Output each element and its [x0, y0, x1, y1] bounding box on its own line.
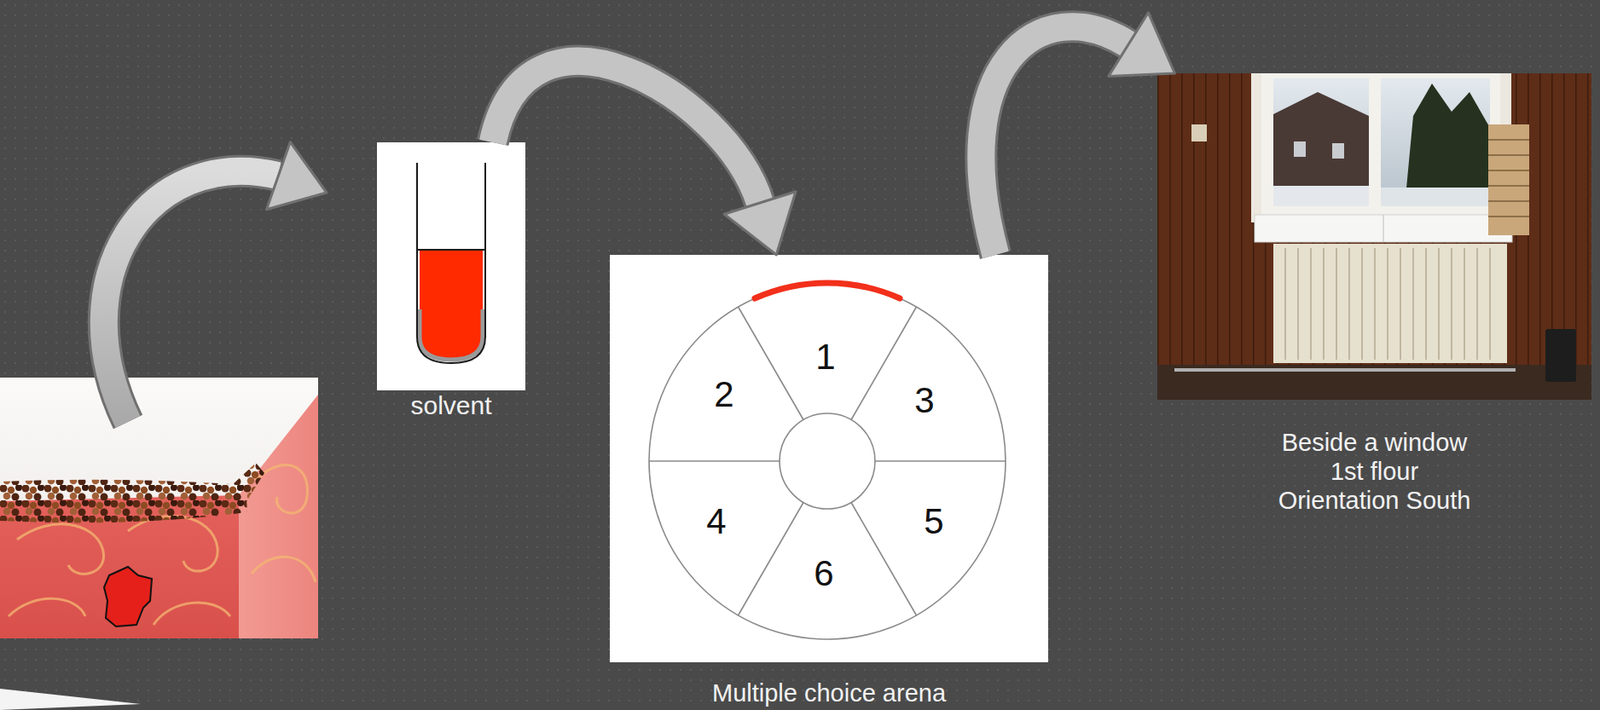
arrow-shaft: [492, 61, 760, 203]
shelf-lines: [1488, 139, 1530, 217]
odour-arc: [754, 283, 900, 299]
radiator-ribs: [1284, 248, 1287, 360]
wallpaper-swirls: [8, 465, 316, 626]
arrow-shaft-outline: [492, 61, 760, 203]
radiator-ribs: [1335, 248, 1338, 360]
snow: [1380, 187, 1490, 207]
shelf-lines: [1488, 169, 1530, 172]
curved-arrow: [104, 142, 327, 423]
node-caption: Multiple choice arena: [712, 679, 946, 709]
radiator-ribs: [1489, 248, 1491, 360]
curved-arrow: [266, 142, 328, 210]
shelf-lines: [1488, 139, 1530, 141]
window-pane: [1273, 78, 1369, 207]
house: [1273, 92, 1369, 207]
radiator-ribs: [1386, 248, 1389, 360]
node-caption: solvent: [410, 390, 492, 421]
caption-text: solvent: [410, 390, 492, 421]
radiator-ribs: [1373, 248, 1376, 360]
curved-arrow: [492, 61, 796, 256]
radiator-ribs: [1437, 248, 1440, 360]
wallpaper-swirls: [255, 465, 308, 514]
wallpaper-swirls: [17, 524, 105, 575]
decor-stripe: [0, 689, 141, 710]
shelf-lines: [1488, 154, 1530, 157]
wood-panel: [1157, 73, 1592, 400]
house-window: [1332, 143, 1345, 159]
arrow-shaft-outline: [980, 26, 1129, 256]
shelf: [1488, 124, 1530, 236]
sector-line: [738, 503, 805, 617]
curved-arrow: [104, 171, 279, 423]
window-mullion: [1368, 73, 1381, 217]
radiator-ribs: [1399, 248, 1402, 360]
bin: [1545, 329, 1577, 383]
switch: [1191, 124, 1207, 142]
ceiling: [0, 377, 319, 639]
wallpaper-swirls: [251, 556, 316, 583]
sill-joint: [1382, 214, 1385, 243]
caption-text: Beside a window 1st flour Orientation So…: [1271, 428, 1478, 516]
radiator-ribs: [1412, 248, 1415, 360]
arrow-head: [1108, 12, 1176, 77]
arena-drawing: [649, 283, 1006, 640]
sample-spot: [104, 567, 152, 627]
arena-circle: [649, 283, 1006, 640]
shelf-lines: [1488, 215, 1530, 218]
caption-text: Multiple choice arena: [712, 679, 946, 709]
wallpaper: [0, 495, 239, 639]
radiator-ribs: [1425, 248, 1427, 360]
window-pane: [1380, 78, 1490, 207]
radiator-ribs: [1322, 248, 1325, 360]
floor: [1157, 365, 1592, 400]
wallpaper-corner: [238, 394, 319, 639]
photo-box: Beside a window 1st flour Orientation So…: [1157, 73, 1592, 400]
radiator-ribs: [1361, 248, 1363, 360]
shelf-lines: [1488, 200, 1530, 203]
house-window: [1293, 141, 1306, 157]
window-recess: [1251, 73, 1512, 223]
red-liquid: [419, 250, 483, 360]
shelf-lines: [1488, 185, 1530, 187]
arena-center: [779, 413, 876, 510]
radiator-ribs: [1463, 248, 1466, 360]
radiator: [1273, 243, 1508, 364]
sector-line: [851, 307, 917, 421]
snow: [1273, 185, 1369, 207]
test-tube: [417, 162, 486, 364]
arrow-head: [724, 191, 796, 256]
sector-line: [875, 460, 1006, 463]
wall-photo: [0, 377, 319, 639]
liquid-level: [417, 249, 485, 251]
window-photo: [1157, 73, 1592, 400]
window-sill: [1254, 214, 1513, 243]
tube-bottom: [419, 309, 483, 360]
radiator-ribs: [1297, 248, 1299, 360]
pipe: [1174, 368, 1516, 372]
node-caption: Beside a window 1st flour Orientation So…: [1271, 428, 1478, 516]
wallpaper-swirls: [8, 598, 86, 617]
radiator-ribs: [1310, 248, 1312, 360]
radiator-ribs: [1285, 248, 1490, 360]
sector-line: [851, 503, 917, 617]
tube-box: solvent: [376, 142, 526, 391]
radiator-ribs: [1476, 248, 1479, 360]
curved-arrow: [104, 171, 279, 423]
tube-outline: [417, 162, 486, 364]
beetle-cluster: [230, 463, 265, 506]
radiator-ribs: [1348, 248, 1351, 360]
window-frame: [1261, 73, 1501, 217]
tree: [1404, 83, 1490, 207]
radiator-ribs: [1450, 248, 1453, 360]
sector-line: [738, 307, 805, 421]
arrow-shaft: [980, 26, 1129, 256]
wallpaper-swirls: [127, 516, 218, 572]
arena-box: Multiple choice arena: [609, 255, 1049, 663]
curved-arrow: [980, 12, 1175, 256]
sector-line: [649, 460, 780, 463]
beetle-cluster: [0, 480, 248, 524]
wallpaper-swirls: [153, 602, 231, 626]
